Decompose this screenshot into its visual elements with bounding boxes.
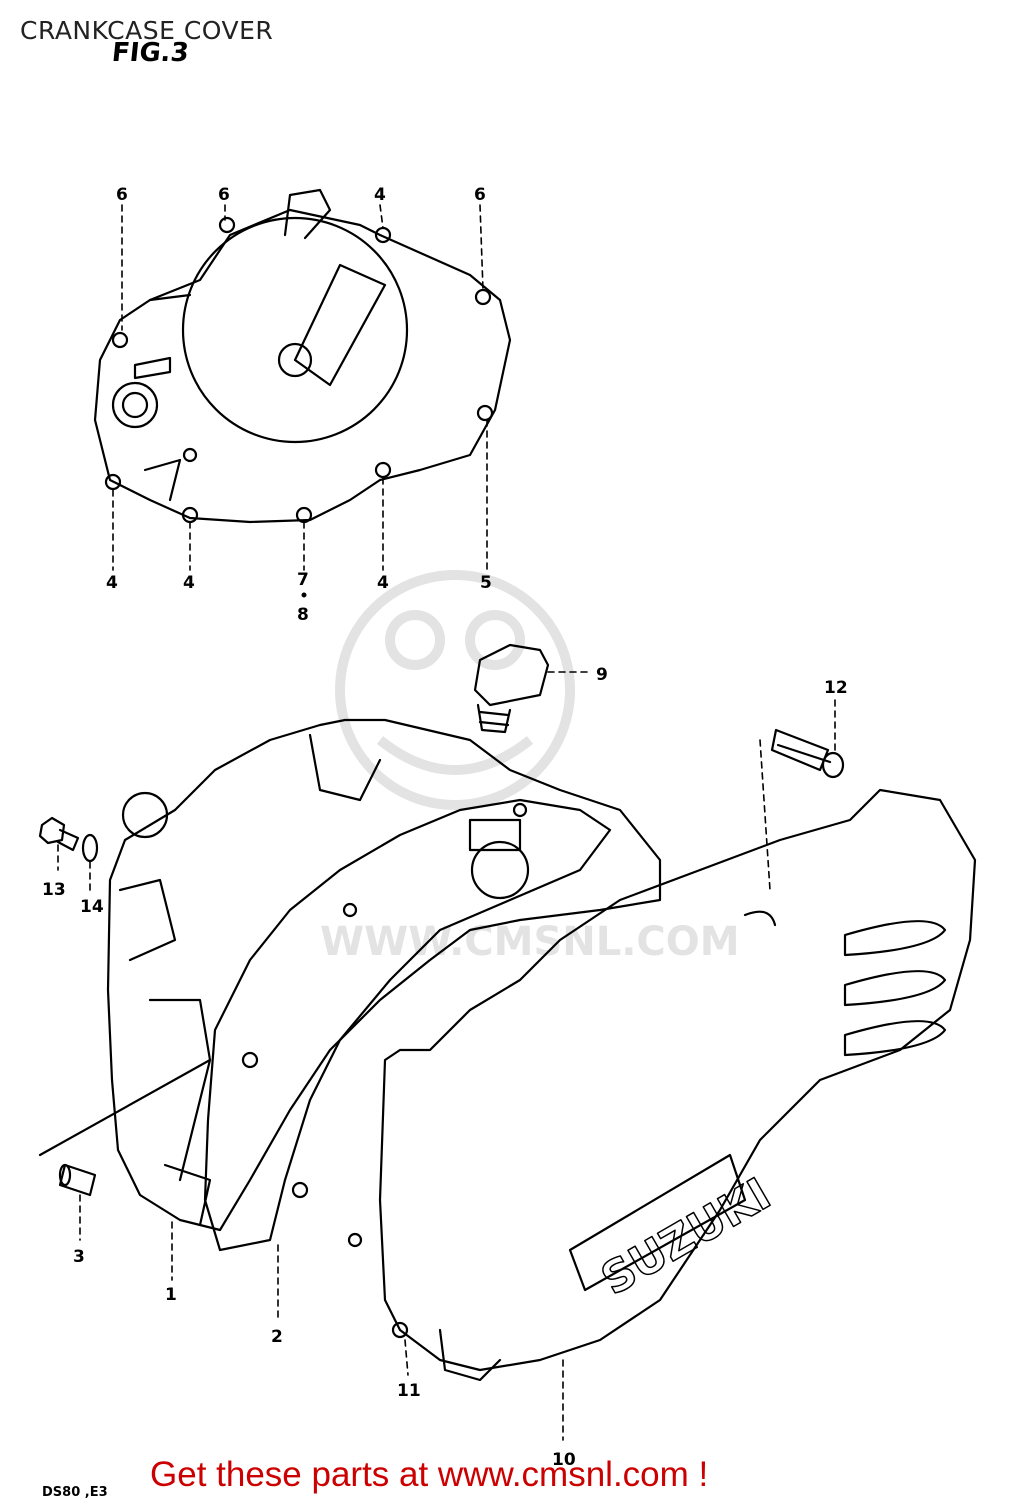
top-crankcase-cover	[93, 188, 512, 524]
right-crankcase-cover: SUZUKI	[378, 788, 977, 1382]
leader-lines	[57, 204, 836, 1441]
figure-tag: FIG.3	[110, 38, 191, 68]
callout-labels: 1 2 3 4 4 4 4 5 6 6 6 7 8 9 10 11 12 13 …	[42, 185, 848, 1470]
callout-p9: 9	[596, 665, 608, 685]
callout-p2: 2	[271, 1327, 283, 1347]
callout-p6c: 6	[474, 185, 486, 205]
callout-p6b: 6	[218, 185, 230, 205]
callout-p13: 13	[42, 880, 66, 900]
callout-p4d: 4	[374, 185, 386, 205]
callout-p12: 12	[824, 678, 848, 698]
cover-screw-12	[770, 728, 845, 779]
svg-text:SUZUKI: SUZUKI	[593, 1169, 779, 1306]
crankcase-body	[106, 718, 662, 1232]
callout-p6a: 6	[116, 185, 128, 205]
promo-link[interactable]: Get these parts at www.cmsnl.com !	[150, 1455, 709, 1494]
callout-p8: 8	[297, 605, 309, 625]
model-code: DS80 ,E3	[42, 1485, 108, 1500]
oil-filler-cap	[473, 643, 550, 734]
callout-p10: 10	[552, 1450, 576, 1470]
callout-p3: 3	[73, 1247, 85, 1267]
page-title: CRANKCASE COVER	[20, 16, 274, 45]
cover-gasket	[203, 798, 612, 1252]
dowel-pin-3	[58, 1163, 97, 1197]
callout-p11: 11	[397, 1381, 421, 1401]
dowel-leader	[38, 1058, 212, 1157]
callout-p1: 1	[165, 1285, 177, 1305]
watermark-text: WWW.CMSNL.COM	[320, 919, 740, 965]
callout-p4b: 4	[183, 573, 195, 593]
callout-p7: 7	[297, 570, 309, 590]
washer-14	[81, 833, 99, 863]
callout-7-8-dot	[301, 592, 307, 598]
callout-p4c: 4	[377, 573, 389, 593]
callout-p5: 5	[480, 573, 492, 593]
bolt-13	[38, 816, 80, 852]
watermark-logo	[335, 570, 575, 810]
callout-p14: 14	[80, 897, 104, 917]
callout-p4a: 4	[106, 573, 118, 593]
